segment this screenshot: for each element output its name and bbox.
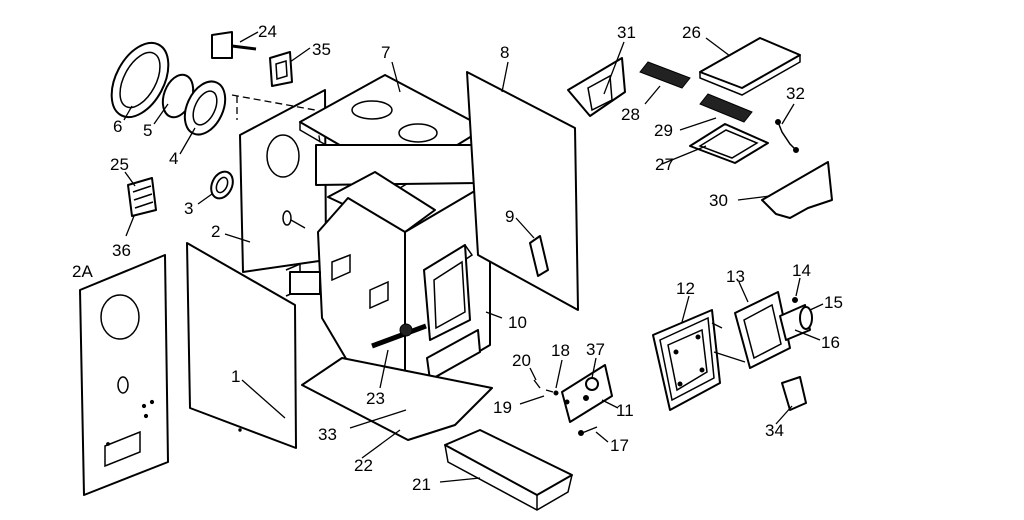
callout-14: 14 xyxy=(792,261,811,280)
callout-labels: 1 2 2A 3 4 5 6 7 8 9 10 11 12 13 14 15 1… xyxy=(72,22,843,494)
callout-6: 6 xyxy=(113,117,122,136)
callout-3: 3 xyxy=(184,199,193,218)
callout-20: 20 xyxy=(512,351,531,370)
door-assembly xyxy=(533,364,613,436)
callout-32: 32 xyxy=(786,84,805,103)
callout-4: 4 xyxy=(169,149,178,168)
callout-35: 35 xyxy=(312,40,331,59)
callout-17: 17 xyxy=(610,436,629,455)
bottom-panel-22 xyxy=(301,357,493,441)
part-30 xyxy=(761,161,833,219)
callout-33: 33 xyxy=(318,425,337,444)
door-12 xyxy=(652,309,746,411)
part-29 xyxy=(699,93,753,123)
callout-36: 36 xyxy=(112,241,131,260)
panel-8 xyxy=(466,71,579,311)
callout-9: 9 xyxy=(505,207,514,226)
part-28 xyxy=(639,61,691,89)
callout-25: 25 xyxy=(110,155,129,174)
callout-22: 22 xyxy=(354,456,373,475)
part-35 xyxy=(269,51,293,87)
part-24 xyxy=(211,31,257,59)
callout-8: 8 xyxy=(500,43,509,62)
callout-24: 24 xyxy=(258,22,277,41)
callout-30: 30 xyxy=(709,191,728,210)
part-26 xyxy=(699,37,801,96)
leader-lines xyxy=(123,31,824,483)
door-frame-13 xyxy=(734,291,813,369)
callout-2: 2 xyxy=(211,222,220,241)
callout-13: 13 xyxy=(726,267,745,286)
part-9 xyxy=(529,235,549,277)
part-27 xyxy=(689,123,769,164)
part-34 xyxy=(781,376,807,411)
main-body xyxy=(289,144,491,396)
callout-26: 26 xyxy=(682,23,701,42)
callout-37: 37 xyxy=(586,340,605,359)
callout-21: 21 xyxy=(412,475,431,494)
panel-1 xyxy=(186,242,297,449)
callout-1: 1 xyxy=(231,367,240,386)
panel-2a xyxy=(79,254,169,496)
callout-27: 27 xyxy=(655,155,674,174)
callout-11: 11 xyxy=(616,401,634,420)
ash-pan-21 xyxy=(444,429,573,511)
flue-collar-parts xyxy=(110,41,227,136)
callout-18: 18 xyxy=(551,341,570,360)
callout-31: 31 xyxy=(617,23,636,42)
callout-5: 5 xyxy=(143,121,152,140)
callout-23: 23 xyxy=(366,389,385,408)
callout-2a: 2A xyxy=(72,262,93,281)
part-32 xyxy=(775,119,799,153)
callout-15: 15 xyxy=(824,293,843,312)
callout-10: 10 xyxy=(508,313,527,332)
callout-19: 19 xyxy=(493,398,512,417)
callout-28: 28 xyxy=(621,105,640,124)
callout-29: 29 xyxy=(654,121,673,140)
part-25 xyxy=(127,177,157,217)
callout-16: 16 xyxy=(821,333,840,352)
part-3 xyxy=(210,170,234,200)
part-31 xyxy=(567,57,626,117)
part-23 xyxy=(371,323,427,349)
callout-34: 34 xyxy=(765,421,784,440)
callout-7: 7 xyxy=(381,43,390,62)
callout-12: 12 xyxy=(676,279,695,298)
